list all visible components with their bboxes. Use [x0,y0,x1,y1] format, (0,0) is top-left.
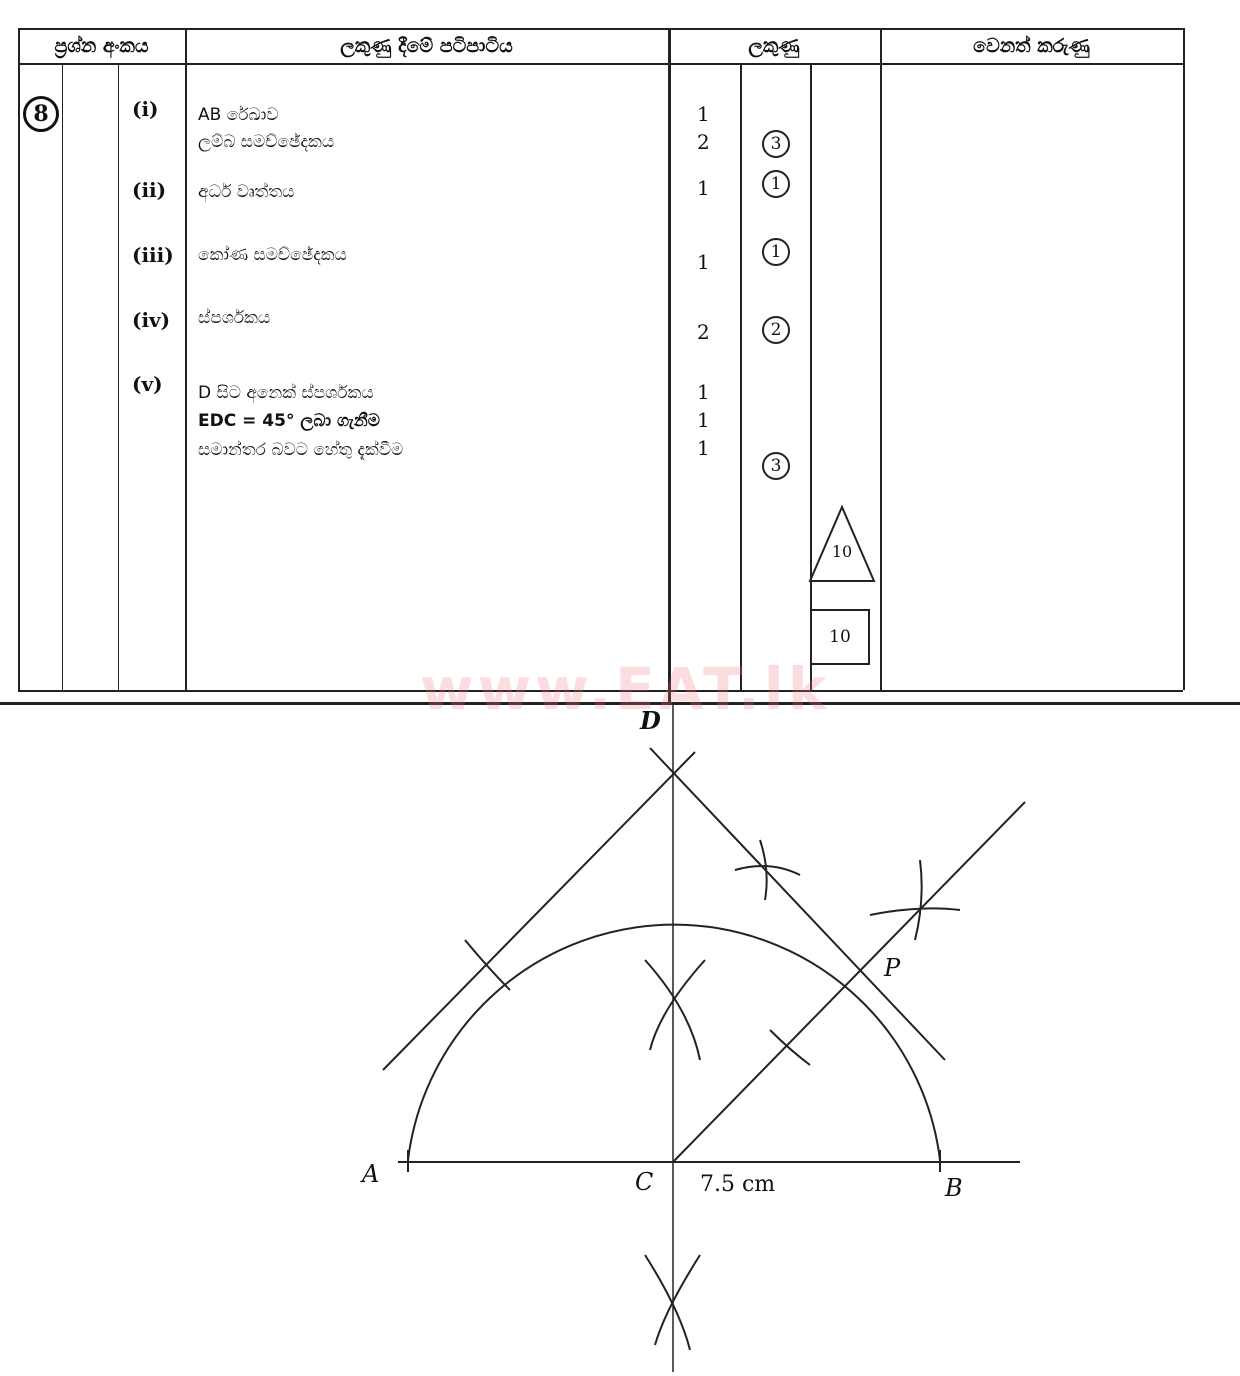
criterion-text: අර්ධ වෘත්තය [198,182,295,202]
mark-value: 1 [697,176,710,200]
part-label: (i) [132,97,159,121]
criterion-text: ලම්බ සමච්ඡේදකය [198,132,335,152]
triangle-total-shape [808,505,876,582]
triangle-total: 10 [831,542,853,561]
tangent-right [649,747,946,1061]
construction-arc [914,859,923,941]
construction-arc [734,865,801,876]
part-total: 1 [762,238,790,266]
part-label: (ii) [132,178,167,202]
part-total: 2 [762,316,790,344]
header-marking-procedure: ලකුණු දීමේ පටිපාටිය [340,35,513,57]
length-label: 7.5 cm [700,1172,776,1197]
line-cp [672,801,1026,1163]
tangent-left [382,751,696,1071]
mark-value: 1 [697,408,710,432]
construction-arc [464,939,511,991]
part-total: 3 [762,130,790,158]
construction-arc [769,1029,811,1066]
mark-value: 1 [697,380,710,404]
header-other-notes: වෙනත් කරුණු [973,35,1090,57]
construction-arc [644,959,701,1061]
mark-value: 2 [697,130,710,154]
part-label: (v) [132,372,163,396]
construction-arc [649,959,706,1051]
part-total: 3 [762,452,790,480]
criterion-text: AB රේඛාව [198,105,279,125]
criterion-text: කෝණ සමච්ඡේදකය [198,245,347,265]
mark-value: 1 [697,436,710,460]
watermark: www.EAT.lk [420,655,831,723]
criterion-text: සමාන්තර බවට හේතු දැක්වීම [198,440,404,460]
construction-arc [869,907,961,916]
construction-arc [654,1254,701,1346]
question-number-badge: 8 [23,96,59,132]
part-total: 1 [762,170,790,198]
criterion-text: ස්පර්ශකය [198,308,271,328]
mark-value: 1 [697,102,710,126]
construction-arc [759,839,768,901]
label-a: A [362,1160,380,1188]
semicircle [407,923,941,1161]
construction-arc [644,1254,691,1351]
mark-value: 1 [697,250,710,274]
box-total: 10 [810,609,870,665]
label-c: C [635,1168,654,1196]
label-p: P [884,954,901,982]
mark-value: 2 [697,320,710,344]
criterion-text: EDC = 45° ලබා ගැනීම [198,411,380,431]
header-question-number: ප්‍රශ්න අංකය [54,35,149,57]
part-label: (iv) [132,308,171,332]
header-marks: ලකුණු [748,35,800,57]
part-label: (iii) [132,243,174,267]
label-d: D [640,706,661,735]
criterion-text: D සිට අනෙක් ස්පර්ශකය [198,383,374,403]
label-b: B [945,1174,963,1202]
